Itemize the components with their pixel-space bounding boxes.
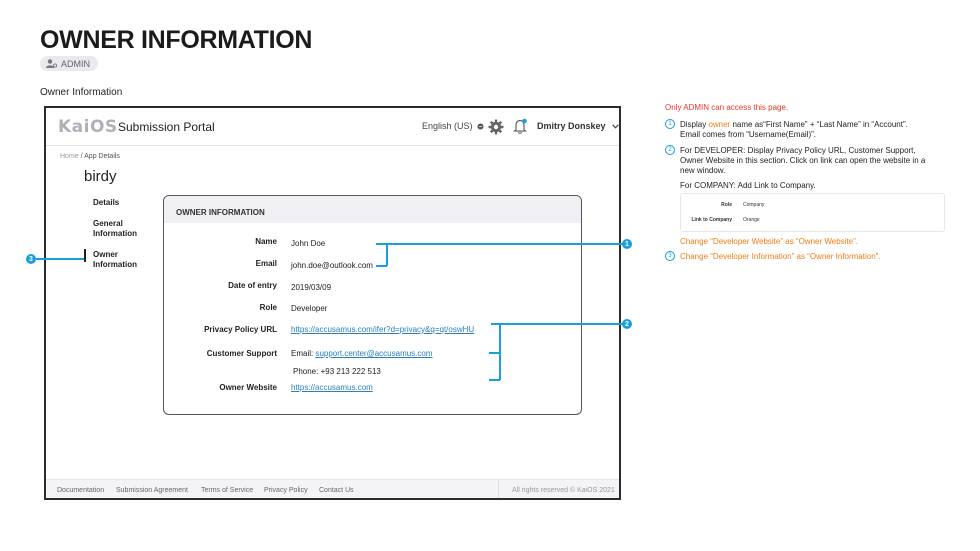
note-1-pre: Display	[680, 120, 709, 129]
callout-1-line-email	[376, 265, 387, 267]
gear-icon[interactable]	[488, 119, 504, 135]
copyright: All rights reserved © KaiOS 2021	[512, 487, 615, 494]
card-header: OWNER INFORMATION	[164, 196, 581, 223]
email-label: Email	[255, 259, 277, 268]
note-2-line2: Owner Website in this section. Click on …	[680, 156, 926, 165]
support-email-link[interactable]: support.center@accusamus.com	[315, 349, 433, 358]
user-name: Dmitry Donskey	[537, 121, 606, 131]
role-badge-label: ADMIN	[61, 58, 90, 69]
role-badge: ADMIN	[40, 56, 98, 71]
nav-general-line2: Information	[93, 229, 137, 238]
callout-2-line-website	[489, 379, 500, 381]
language-selector[interactable]: English (US)	[422, 121, 484, 131]
breadcrumb: Home / App Details	[60, 153, 120, 160]
breadcrumb-home[interactable]: Home	[60, 153, 79, 160]
nav-owner-line2: Information	[93, 260, 137, 269]
portal-mockup: KaiOS Submission Portal English (US)	[44, 106, 621, 500]
callout-2-line-horizontal	[491, 323, 623, 325]
breadcrumb-current: / App Details	[78, 153, 120, 160]
note-2: For DEVELOPER: Display Privacy Policy UR…	[680, 146, 925, 176]
privacy-policy-link[interactable]: https://accusamus.com/ifer?d=privacy&q=q…	[291, 325, 475, 334]
privacy-policy-row: https://accusamus.com/ifer?d=privacy&q=q…	[291, 325, 474, 334]
callout-1-line-vertical	[386, 243, 388, 266]
top-bar: KaiOS Submission Portal English (US)	[46, 108, 619, 146]
owner-information-card: OWNER INFORMATION Name John Doe Email jo…	[163, 195, 582, 415]
note-1-post: name as“First Name” + “Last Name” in “Ac…	[730, 120, 908, 129]
customer-support-label: Customer Support	[206, 349, 277, 358]
app-name: birdy	[84, 168, 117, 185]
callout-badge-1: 1	[622, 239, 632, 249]
privacy-policy-label: Privacy Policy URL	[204, 325, 277, 334]
email-value: john.doe@outlook.com	[291, 261, 373, 270]
user-cog-icon	[46, 59, 57, 68]
footer-divider	[498, 480, 499, 498]
owner-website-row: https://accusamus.com	[291, 383, 373, 392]
footer: Documentation Submission Agreement Terms…	[46, 479, 619, 498]
page-title: OWNER INFORMATION	[40, 26, 313, 54]
nav-owner-line1: Owner	[93, 250, 118, 259]
role-label: Role	[259, 303, 277, 312]
section-caption: Owner Information	[40, 87, 123, 98]
date-of-entry-value: 2019/03/09	[291, 283, 332, 292]
note-2-line1: For DEVELOPER: Display Privacy Policy UR…	[680, 146, 916, 155]
company-example-table: Role Company Link to Company Orange	[680, 193, 945, 232]
note-1-line2: Email comes from “Username(Email)”.	[680, 130, 817, 139]
note-2-company: For COMPANY: Add Link to Company.	[680, 181, 816, 190]
callout-2-line-support	[489, 352, 500, 354]
support-phone: Phone: +93 213 222 513	[293, 367, 381, 376]
portal-name: Submission Portal	[118, 120, 215, 134]
callout-badge-3: 3	[26, 254, 36, 264]
language-label: English (US)	[422, 121, 473, 131]
nav-general-information[interactable]: General Information	[93, 219, 137, 239]
callout-badge-2: 2	[622, 319, 632, 329]
mini-role-label: Role	[721, 202, 732, 208]
nav-active-indicator	[84, 249, 86, 262]
owner-website-label: Owner Website	[219, 383, 277, 392]
note-1-highlight: owner	[708, 120, 731, 129]
mini-role-value: Company	[743, 202, 765, 208]
owner-website-link[interactable]: https://accusamus.com	[291, 383, 373, 392]
note-2-line3: new window.	[680, 166, 726, 175]
support-email-row: Email: support.center@accusamus.com	[291, 349, 433, 358]
footer-link-documentation[interactable]: Documentation	[57, 487, 105, 494]
support-email-prefix: Email:	[291, 349, 316, 358]
nav-owner-information[interactable]: Owner Information	[93, 250, 137, 270]
note-2-change: Change “Developer Website” as “Owner Web…	[680, 237, 858, 246]
date-of-entry-label: Date of entry	[228, 281, 277, 290]
nav-general-line1: General	[93, 219, 123, 228]
kaios-logo[interactable]: KaiOS	[58, 117, 118, 137]
note-number-1: 1	[665, 119, 675, 129]
note-3-change: Change “Developer Information” as “Owner…	[680, 252, 881, 261]
bell-icon[interactable]	[513, 118, 528, 135]
note-admin-only: Only ADMIN can access this page.	[665, 103, 789, 112]
globe-icon	[477, 123, 484, 129]
footer-link-terms[interactable]: Terms of Service	[201, 487, 254, 494]
mini-link-value: Orange	[743, 217, 760, 223]
nav-details-label: Details	[93, 198, 120, 207]
name-value: John Doe	[291, 239, 326, 248]
name-label: Name	[255, 237, 277, 246]
note-number-3: 3	[665, 251, 675, 261]
callout-2-line-vertical	[499, 323, 501, 380]
note-1: Display owner name as“First Name” + “Las…	[680, 120, 908, 140]
footer-link-submission-agreement[interactable]: Submission Agreement	[116, 487, 188, 494]
chevron-down-icon	[611, 123, 619, 129]
note-number-2: 2	[665, 145, 675, 155]
footer-link-contact[interactable]: Contact Us	[319, 487, 354, 494]
user-menu[interactable]: Dmitry Donskey	[537, 121, 619, 131]
callout-1-line-horizontal	[376, 243, 623, 245]
footer-link-privacy[interactable]: Privacy Policy	[264, 487, 308, 494]
mini-link-label: Link to Company	[691, 217, 732, 223]
role-value: Developer	[291, 304, 328, 313]
note-1-line1: Display owner name as“First Name” + “Las…	[680, 120, 908, 130]
callout-3-line	[36, 258, 84, 260]
nav-details[interactable]: Details	[93, 198, 119, 208]
